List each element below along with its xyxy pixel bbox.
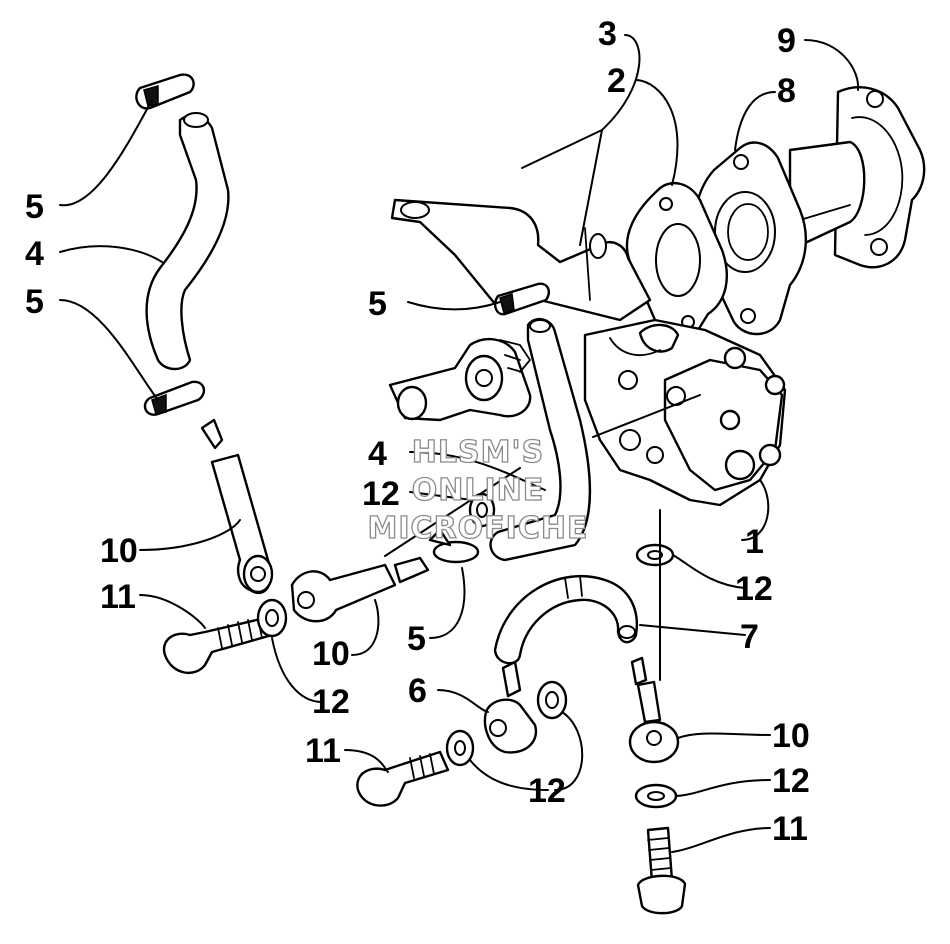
part-10-banjo-left [200, 418, 274, 595]
callout-12-right: 12 [772, 762, 810, 800]
part-1-oil-pump [583, 318, 787, 507]
part-2-gasket [625, 181, 729, 344]
callout-10-right: 10 [772, 717, 810, 755]
part-4-hose-upper [145, 112, 230, 371]
part-11-bolt-middle [356, 750, 450, 807]
part-11-bolt-bottom [636, 826, 687, 915]
part-12-washer-left [256, 598, 288, 638]
callout-12-bottom: 12 [528, 772, 566, 810]
part-9-flange-gasket [833, 86, 926, 269]
part-12-washer-fitting [536, 680, 568, 720]
callout-2: 2 [607, 62, 626, 100]
callout-10-middle: 10 [312, 635, 350, 673]
callout-11-left: 11 [100, 578, 136, 616]
callout-5-bracket: 5 [368, 285, 387, 323]
watermark-line-1: HLSM'S [412, 435, 544, 470]
part-12-washer-middle [468, 492, 496, 528]
part-5-clamp-top [135, 73, 195, 110]
mounting-bracket [390, 198, 652, 322]
callout-12-middle: 12 [362, 475, 400, 513]
callout-8: 8 [777, 72, 796, 110]
callout-5-lower: 5 [25, 283, 44, 321]
callout-5-top: 5 [25, 188, 44, 226]
part-5-clamp-upper-right [494, 282, 550, 316]
callout-6: 6 [408, 672, 427, 710]
part-5-clamp-bottom [143, 380, 206, 416]
callout-11-middle: 11 [305, 732, 341, 770]
callout-4-upper: 4 [25, 235, 44, 273]
part-5-clamp-middle [428, 528, 480, 564]
callout-4-middle: 4 [368, 435, 387, 473]
callout-10-left: 10 [100, 532, 138, 570]
watermark: HLSM'S ONLINE MICROFICHE [367, 434, 589, 546]
part-4-hose-middle [489, 317, 592, 562]
callouts: 3 2 9 8 5 4 5 5 4 12 10 11 12 10 5 1 12 … [25, 15, 810, 848]
part-12-washer-bottom-right [634, 783, 678, 809]
callout-1: 1 [745, 523, 764, 561]
part-12-washer-bottom-left [445, 729, 475, 767]
part-10-banjo-right [628, 656, 680, 764]
leader-lines [59, 34, 860, 853]
part-12-washer-pump [635, 543, 675, 567]
part-11-bolt-left [162, 616, 274, 675]
callout-12-left: 12 [312, 683, 350, 721]
callout-3: 3 [598, 15, 617, 53]
watermark-line-3: MICROFICHE [368, 511, 589, 546]
callout-9: 9 [777, 22, 796, 60]
part-6-banjo-fitting [483, 660, 538, 754]
callout-5-middle: 5 [407, 620, 426, 658]
part-7-curved-hose [493, 575, 639, 665]
watermark-line-2: ONLINE [412, 473, 545, 508]
callout-12-pump: 12 [735, 570, 773, 608]
callout-7: 7 [740, 618, 759, 656]
cable-adjuster [388, 337, 532, 422]
callout-11-right: 11 [772, 810, 808, 848]
part-8-intake-spacer [694, 140, 866, 336]
part-10-banjo-middle [290, 556, 430, 623]
